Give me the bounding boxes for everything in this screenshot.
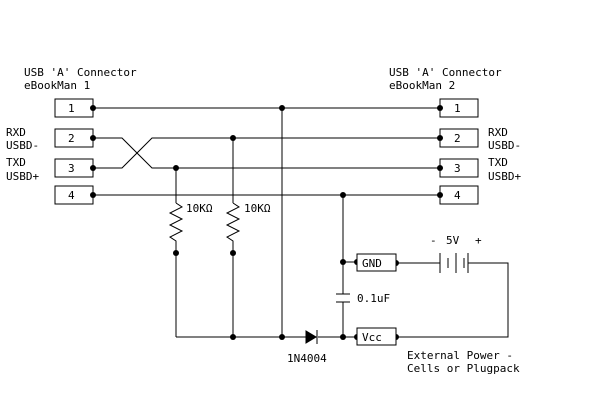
vcc-terminal-box (356, 327, 397, 346)
battery-plus-label: + (475, 234, 482, 247)
wire-left3-to-right2 (93, 137, 440, 169)
junction-dot (437, 192, 443, 198)
wire-left2-to-right3 (93, 137, 440, 169)
right-usbd-plus-label: USBD+ (488, 170, 521, 183)
vcc-terminal-label: Vcc (362, 331, 382, 344)
right-pin-2-label: 2 (454, 132, 461, 145)
resistor-r1-value: 10KΩ (186, 202, 213, 215)
junction-dot (90, 135, 96, 141)
left-connector-pins: 1 2 3 4 (54, 98, 94, 205)
junction-dot (437, 165, 443, 171)
right-connector-device: eBookMan 2 (389, 79, 455, 92)
junction-dot (230, 250, 236, 256)
resistor-r1-symbol (168, 202, 184, 245)
capacitor-value: 0.1uF (357, 292, 390, 305)
battery-symbol (439, 253, 469, 273)
left-usbd-plus-label: USBD+ (6, 170, 39, 183)
power-note-line1: External Power - (407, 349, 513, 362)
junction-dot (90, 165, 96, 171)
junction-dot (90, 192, 96, 198)
left-pin-1-label: 1 (68, 102, 75, 115)
resistor-r2-symbol (225, 202, 241, 245)
gnd-terminal-box (356, 253, 397, 272)
junction-dot (230, 334, 236, 340)
left-connector-title: USB 'A' Connector (24, 66, 137, 79)
junction-dot (340, 334, 346, 340)
junction-dot (173, 250, 179, 256)
junction-dot (279, 334, 285, 340)
left-pin-4-label: 4 (68, 189, 75, 202)
resistor-r2-value: 10KΩ (244, 202, 271, 215)
junction-dot (340, 259, 346, 265)
diode-symbol (305, 330, 317, 344)
junction-dot (279, 105, 285, 111)
right-usbd-minus-label: USBD- (488, 139, 521, 152)
right-rxd-label: RXD (488, 126, 508, 139)
right-pin-4-label: 4 (454, 189, 461, 202)
left-pin-3-label: 3 (68, 162, 75, 175)
diode-part-label: 1N4004 (287, 352, 327, 365)
battery-minus-label: - (430, 234, 437, 247)
right-connector-title: USB 'A' Connector (389, 66, 502, 79)
right-pin-1-label: 1 (454, 102, 461, 115)
junction-dot (340, 192, 346, 198)
junction-dot (437, 105, 443, 111)
left-usbd-minus-label: USBD- (6, 139, 39, 152)
junction-dot (173, 165, 179, 171)
left-txd-label: TXD (6, 156, 26, 169)
junction-dot (437, 135, 443, 141)
junction-dot (230, 135, 236, 141)
left-rxd-label: RXD (6, 126, 26, 139)
battery-to-vcc (396, 262, 509, 338)
right-txd-label: TXD (488, 156, 508, 169)
right-pin-3-label: 3 (454, 162, 461, 175)
power-note-line2: Cells or Plugpack (407, 362, 520, 375)
battery-voltage-label: 5V (446, 234, 460, 247)
junction-dot (90, 105, 96, 111)
gnd-terminal-label: GND (362, 257, 382, 270)
left-pin-2-label: 2 (68, 132, 75, 145)
left-connector-device: eBookMan 1 (24, 79, 90, 92)
right-connector-pins: 1 2 3 4 (439, 98, 479, 205)
